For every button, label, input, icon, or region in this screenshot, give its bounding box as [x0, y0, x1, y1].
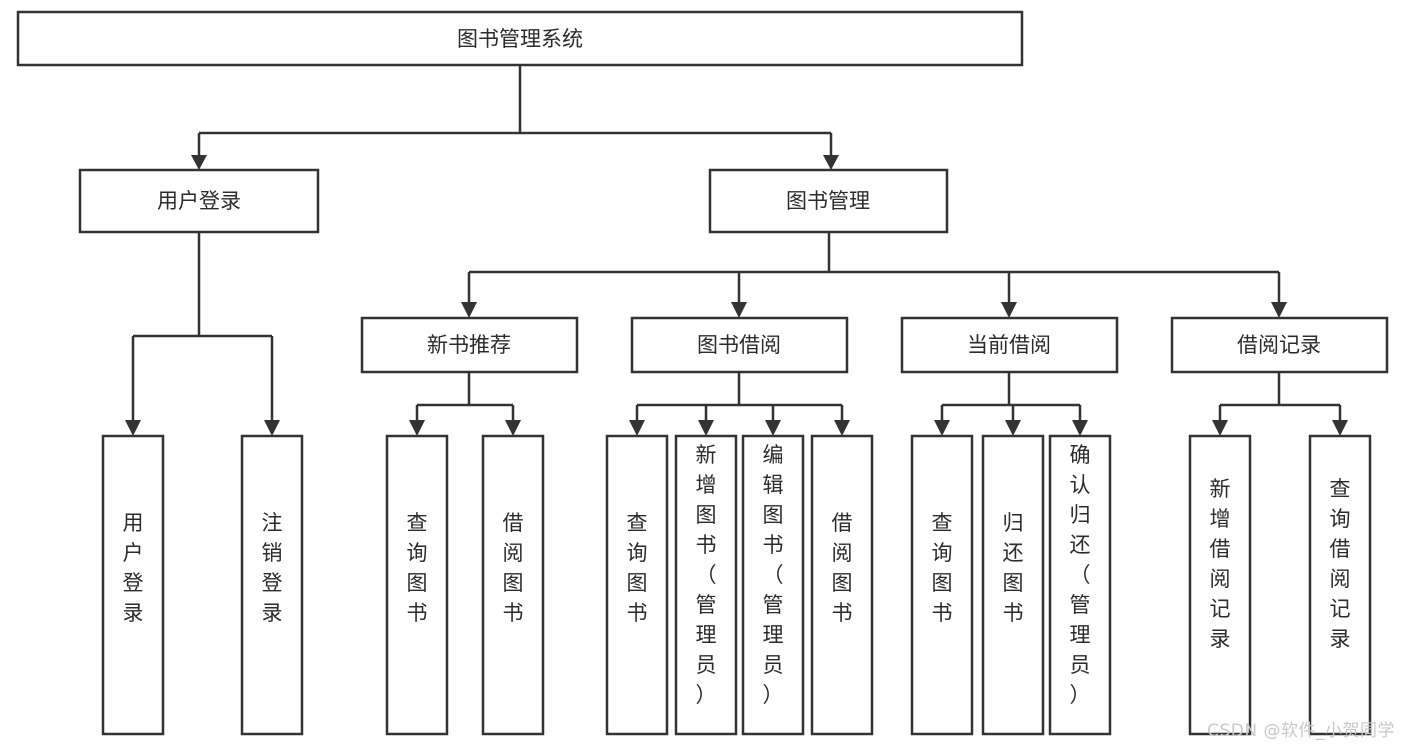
node-leaf-user-login[interactable]: 用户登录: [101, 434, 165, 736]
book-borrow-box[interactable]: [630, 316, 849, 374]
node-book-manage[interactable]: 图书管理: [708, 168, 949, 234]
current-borrow-box[interactable]: [900, 316, 1119, 374]
current-borrow-label: 当前借阅: [967, 333, 1051, 357]
node-leaf-borrow-book-1[interactable]: 借阅图书: [481, 434, 545, 736]
arrow-to-leaf-borrow-book-2: [834, 420, 850, 436]
node-new-book-rec[interactable]: 新书推荐: [360, 316, 579, 374]
arrow-to-book-manage: [823, 155, 839, 170]
node-leaf-query-book-3[interactable]: 查询图书: [910, 434, 974, 736]
node-leaf-edit-book[interactable]: 编辑图书（管理员）: [741, 434, 805, 736]
arrow-to-leaf-user-login: [125, 420, 141, 436]
leaf-logout-label: 注销登录: [262, 511, 283, 625]
leaf-nodes-layer: 用户登录 注销登录 查询图书 借阅图书 查询图书 新增图书（管理员）: [101, 434, 1372, 736]
node-book-borrow[interactable]: 图书借阅: [630, 316, 849, 374]
book-manage-label: 图书管理: [786, 189, 870, 213]
connector-layer: [125, 65, 1348, 436]
leaf-logout-box[interactable]: [240, 434, 304, 736]
node-leaf-add-book[interactable]: 新增图书（管理员）: [674, 434, 738, 736]
root-box[interactable]: [16, 10, 1024, 67]
node-leaf-logout[interactable]: 注销登录: [240, 434, 304, 736]
arrow-to-borrow-record: [1271, 302, 1287, 318]
new-book-rec-label: 新书推荐: [427, 333, 511, 357]
node-leaf-query-book-2[interactable]: 查询图书: [605, 434, 669, 736]
leaf-user-login-label: 用户登录: [123, 511, 144, 625]
leaf-add-book-label: 新增图书（管理员）: [696, 443, 717, 707]
leaf-query-book-2-label: 查询图书: [627, 511, 648, 625]
leaf-confirm-return-label: 确认归还（管理员）: [1070, 443, 1091, 707]
arrow-to-leaf-borrow-book-1: [505, 420, 521, 436]
borrow-record-label: 借阅记录: [1237, 333, 1321, 357]
leaf-borrow-book-2-box[interactable]: [810, 434, 874, 736]
node-root[interactable]: 图书管理系统: [16, 10, 1024, 67]
arrow-to-book-borrow: [731, 302, 747, 318]
leaf-query-record-label: 查询借阅记录: [1330, 477, 1351, 651]
arrow-to-current-borrow: [1001, 302, 1017, 318]
leaf-query-record-box[interactable]: [1308, 434, 1372, 736]
leaf-query-book-3-box[interactable]: [910, 434, 974, 736]
user-login-box[interactable]: [78, 168, 320, 234]
leaf-query-book-2-box[interactable]: [605, 434, 669, 736]
arrow-to-leaf-query-book-2: [629, 420, 645, 436]
leaf-edit-book-label: 编辑图书（管理员）: [763, 443, 784, 707]
node-leaf-confirm-return[interactable]: 确认归还（管理员）: [1048, 434, 1112, 736]
node-leaf-return-book[interactable]: 归还图书: [981, 434, 1045, 736]
arrow-to-leaf-query-book-1: [409, 420, 425, 436]
root-label: 图书管理系统: [457, 27, 583, 51]
node-leaf-add-record[interactable]: 新增借阅记录: [1188, 434, 1252, 736]
leaf-borrow-book-1-box[interactable]: [481, 434, 545, 736]
borrow-record-box[interactable]: [1170, 316, 1389, 374]
arrow-to-leaf-edit-book: [765, 420, 781, 436]
node-leaf-query-record[interactable]: 查询借阅记录: [1308, 434, 1372, 736]
leaf-user-login-box[interactable]: [101, 434, 165, 736]
leaf-return-book-label: 归还图书: [1003, 511, 1024, 625]
arrow-to-user-login: [191, 155, 207, 170]
arrow-to-leaf-query-record: [1332, 420, 1348, 436]
arrow-to-leaf-return-book: [1005, 420, 1021, 436]
leaf-return-book-box[interactable]: [981, 434, 1045, 736]
leaf-query-book-1-box[interactable]: [385, 434, 449, 736]
leaf-confirm-return-box[interactable]: [1048, 434, 1112, 736]
leaf-add-record-box[interactable]: [1188, 434, 1252, 736]
leaf-add-book-box[interactable]: [674, 434, 738, 736]
book-manage-box[interactable]: [708, 168, 949, 234]
leaf-query-book-1-label: 查询图书: [407, 511, 428, 625]
leaf-add-record-label: 新增借阅记录: [1210, 477, 1231, 651]
arrow-to-leaf-add-record: [1212, 420, 1228, 436]
node-user-login[interactable]: 用户登录: [78, 168, 320, 234]
leaf-query-book-3-label: 查询图书: [932, 511, 953, 625]
arrow-to-leaf-add-book: [698, 420, 714, 436]
new-book-rec-box[interactable]: [360, 316, 579, 374]
leaf-borrow-book-1-label: 借阅图书: [503, 511, 524, 625]
leaf-borrow-book-2-label: 借阅图书: [832, 511, 853, 625]
user-login-label: 用户登录: [157, 189, 241, 213]
leaf-edit-book-box[interactable]: [741, 434, 805, 736]
node-leaf-query-book-1[interactable]: 查询图书: [385, 434, 449, 736]
arrow-to-leaf-confirm-return: [1072, 420, 1088, 436]
node-leaf-borrow-book-2[interactable]: 借阅图书: [810, 434, 874, 736]
arrow-to-leaf-logout: [264, 420, 280, 436]
arrow-to-leaf-query-book-3: [934, 420, 950, 436]
node-current-borrow[interactable]: 当前借阅: [900, 316, 1119, 374]
arrow-to-new-book-rec: [461, 302, 477, 318]
book-borrow-label: 图书借阅: [697, 333, 781, 357]
node-borrow-record[interactable]: 借阅记录: [1170, 316, 1389, 374]
